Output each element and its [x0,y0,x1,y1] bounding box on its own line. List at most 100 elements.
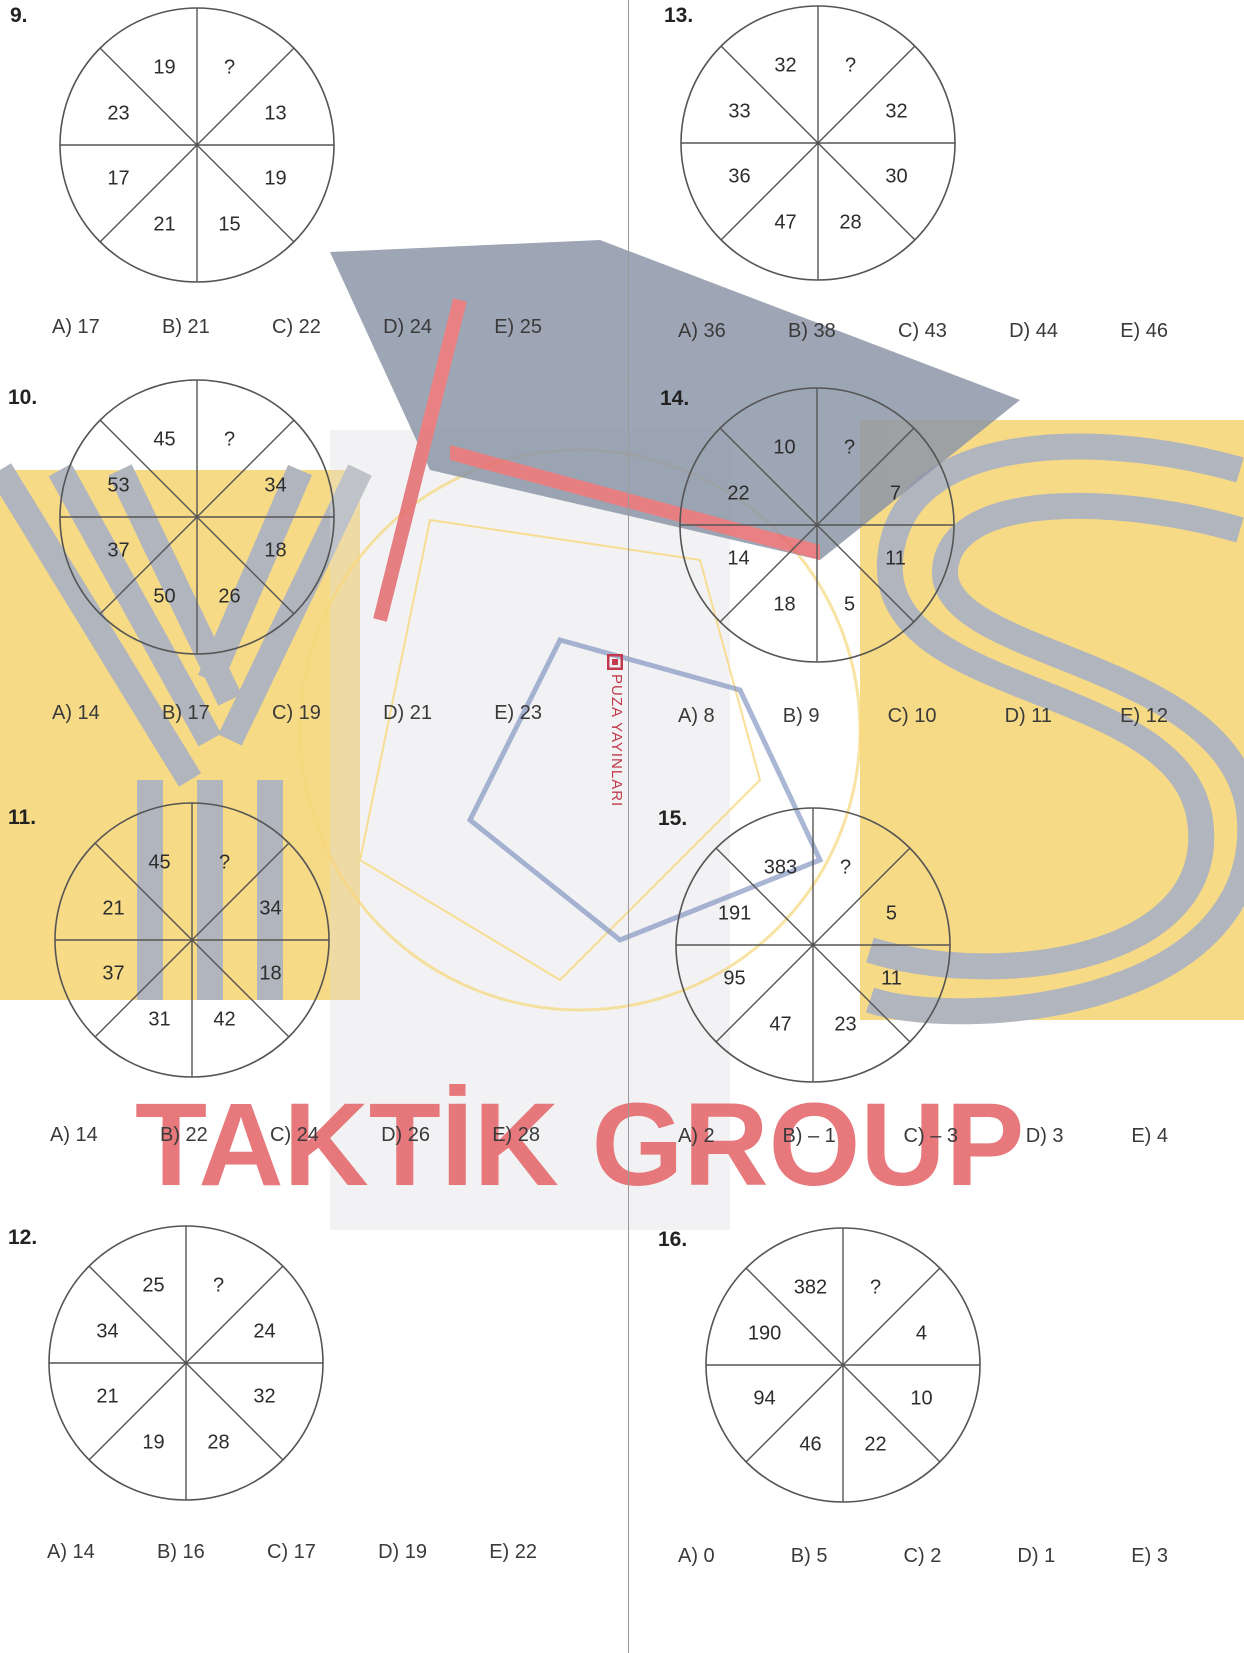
answer-option[interactable]: D) 21 [383,702,432,725]
question-number: 11. [8,806,36,830]
answer-option[interactable]: C) 10 [888,705,937,728]
segment-value: 18 [773,593,795,615]
answer-option[interactable]: D) 11 [1005,705,1052,728]
segment-value: 45 [153,429,175,451]
answer-option[interactable]: E) 22 [489,1541,537,1564]
segment-value: 37 [102,963,124,985]
segment-value: 32 [774,55,796,77]
answer-option[interactable]: A) 8 [678,705,715,728]
segment-value: 37 [107,540,129,562]
answer-options: A) 14 B) 22 C) 24 D) 26 E) 28 [50,1124,540,1147]
segment-value: 46 [799,1433,821,1455]
segment-value: 22 [727,482,749,504]
answer-option[interactable]: C) 17 [267,1541,316,1564]
publisher-logo-icon [607,654,623,670]
answer-options: A) 36 B) 38 C) 43 D) 44 E) 46 [678,320,1168,343]
segment-value: 19 [264,168,286,190]
puzzle-circle: ?34182650375345 [58,378,336,661]
answer-option[interactable]: B) – 1 [782,1125,835,1148]
segment-value: 25 [142,1275,164,1297]
answer-option[interactable]: B) 22 [160,1124,208,1147]
answer-option[interactable]: A) 36 [678,320,726,343]
segment-value: 4 [916,1322,927,1344]
answer-option[interactable]: B) 5 [791,1545,828,1568]
segment-value: 30 [885,166,907,188]
segment-value: 94 [753,1388,775,1410]
segment-value: 42 [213,1008,235,1030]
segment-value: 21 [153,213,175,235]
answer-option[interactable]: B) 38 [788,320,836,343]
publisher-name: PUZA YAYINLARI [608,674,625,807]
question-number: 10. [8,386,37,410]
segment-value: 13 [264,102,286,124]
segment-value: 50 [153,585,175,607]
segment-value: 34 [259,897,281,919]
segment-value: 11 [885,548,906,570]
unknown-value: ? [870,1277,881,1299]
puzzle-circle: ?34184231372145 [53,801,331,1084]
answer-options: A) 2 B) – 1 C) – 3 D) 3 E) 4 [678,1125,1168,1148]
segment-value: 15 [218,213,240,235]
segment-value: 382 [794,1277,827,1299]
segment-value: 7 [890,482,901,504]
segment-value: 31 [148,1008,170,1030]
answer-option[interactable]: A) 14 [50,1124,98,1147]
answer-option[interactable]: B) 9 [783,705,820,728]
segment-value: 5 [886,902,897,924]
segment-value: 383 [764,857,797,879]
answer-option[interactable]: B) 16 [157,1541,205,1564]
segment-value: 34 [96,1320,118,1342]
segment-value: 21 [96,1386,118,1408]
answer-option[interactable]: D) 26 [381,1124,430,1147]
answer-option[interactable]: E) 46 [1120,320,1168,343]
unknown-value: ? [844,437,855,459]
segment-value: 36 [728,166,750,188]
answer-option[interactable]: A) 14 [47,1541,95,1564]
unknown-value: ? [224,57,235,79]
segment-value: 47 [774,211,796,233]
answer-options: A) 8 B) 9 C) 10 D) 11 E) 12 [678,705,1168,728]
question-number: 12. [8,1226,37,1250]
segment-value: 19 [142,1431,164,1453]
answer-option[interactable]: A) 17 [52,316,100,339]
answer-option[interactable]: E) 25 [494,316,542,339]
segment-value: 28 [207,1431,229,1453]
answer-options: A) 14 B) 17 C) 19 D) 21 E) 23 [52,702,542,725]
answer-option[interactable]: A) 14 [52,702,100,725]
answer-option[interactable]: C) 19 [272,702,321,725]
answer-option[interactable]: B) 21 [162,316,210,339]
answer-option[interactable]: C) 2 [904,1545,942,1568]
answer-option[interactable]: E) 23 [494,702,542,725]
answer-option[interactable]: C) 43 [898,320,947,343]
answer-option[interactable]: E) 12 [1120,705,1168,728]
answer-option[interactable]: A) 2 [678,1125,715,1148]
answer-option[interactable]: E) 28 [492,1124,540,1147]
answer-option[interactable]: D) 24 [383,316,432,339]
answer-option[interactable]: D) 19 [378,1541,427,1564]
segment-value: 26 [218,585,240,607]
segment-value: 5 [844,593,855,615]
segment-value: 11 [881,968,902,990]
segment-value: 22 [864,1433,886,1455]
answer-option[interactable]: D) 44 [1009,320,1058,343]
segment-value: 10 [773,437,795,459]
answer-option[interactable]: B) 17 [162,702,210,725]
segment-value: 32 [885,100,907,122]
answer-option[interactable]: E) 3 [1131,1545,1168,1568]
answer-option[interactable]: A) 0 [678,1545,715,1568]
segment-value: 53 [107,474,129,496]
answer-option[interactable]: C) 24 [270,1124,319,1147]
answer-option[interactable]: E) 4 [1131,1125,1168,1148]
answer-option[interactable]: C) 22 [272,316,321,339]
answer-option[interactable]: C) – 3 [904,1125,958,1148]
segment-value: 19 [153,57,175,79]
answer-option[interactable]: D) 3 [1026,1125,1064,1148]
answer-option[interactable]: D) 1 [1017,1545,1055,1568]
segment-value: 24 [253,1320,275,1342]
segment-value: 191 [718,902,751,924]
answer-options: A) 14 B) 16 C) 17 D) 19 E) 22 [47,1541,537,1564]
